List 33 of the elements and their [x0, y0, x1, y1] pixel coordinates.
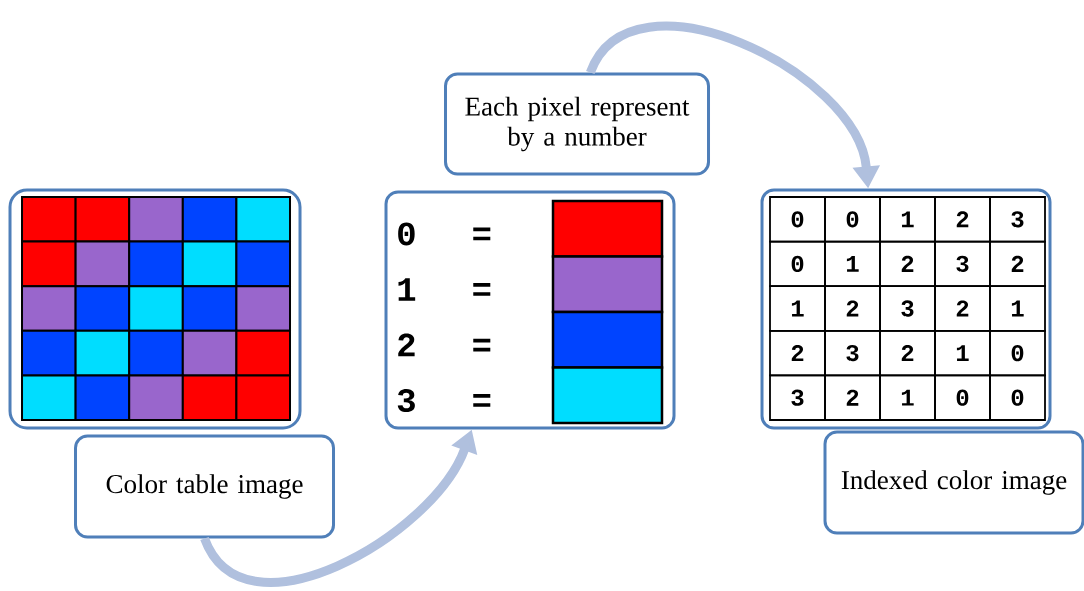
table-cell: 0 — [769, 240, 826, 288]
table-cell: 1 — [934, 329, 991, 377]
table-cell: 0 — [989, 374, 1046, 421]
table-cell: 0 — [769, 196, 826, 243]
table-cell: 3 — [879, 285, 936, 332]
text-box: Each pixel represent by a number — [444, 72, 710, 176]
table-cell: 1 — [989, 285, 1046, 332]
table-cell: 2 — [769, 329, 826, 377]
image-frame — [760, 188, 1052, 430]
table-cell: 2 — [989, 240, 1046, 288]
table-cell: 2 — [824, 374, 881, 421]
table-cell: 1 — [879, 196, 936, 243]
table-cell: 3 — [934, 240, 991, 288]
table-cell: 2 — [934, 285, 991, 332]
table-cell: 3 — [824, 329, 881, 377]
legend-label: 0 = — [398, 222, 491, 246]
table-cell: 0 — [989, 329, 1046, 377]
table-cell: 2 — [824, 285, 881, 332]
table-cell: 3 — [989, 196, 1046, 243]
table-cell: 1 — [879, 374, 936, 421]
table-cell: 1 — [769, 285, 826, 332]
legend-label: 1 = — [398, 278, 491, 301]
table-cell: 0 — [934, 374, 991, 421]
table-cell: 1 — [824, 240, 881, 288]
table-cell: 3 — [769, 374, 826, 421]
legend-label: 2 = — [398, 333, 491, 357]
table-cell: 2 — [879, 240, 936, 288]
legend-label: 3 = — [397, 388, 491, 413]
table-cell: 2 — [934, 196, 991, 243]
table-cell: 2 — [879, 329, 936, 377]
text-box: Indexed color image — [823, 430, 1084, 535]
text-box: Color table image — [74, 434, 335, 539]
table-cell: 0 — [824, 196, 881, 243]
